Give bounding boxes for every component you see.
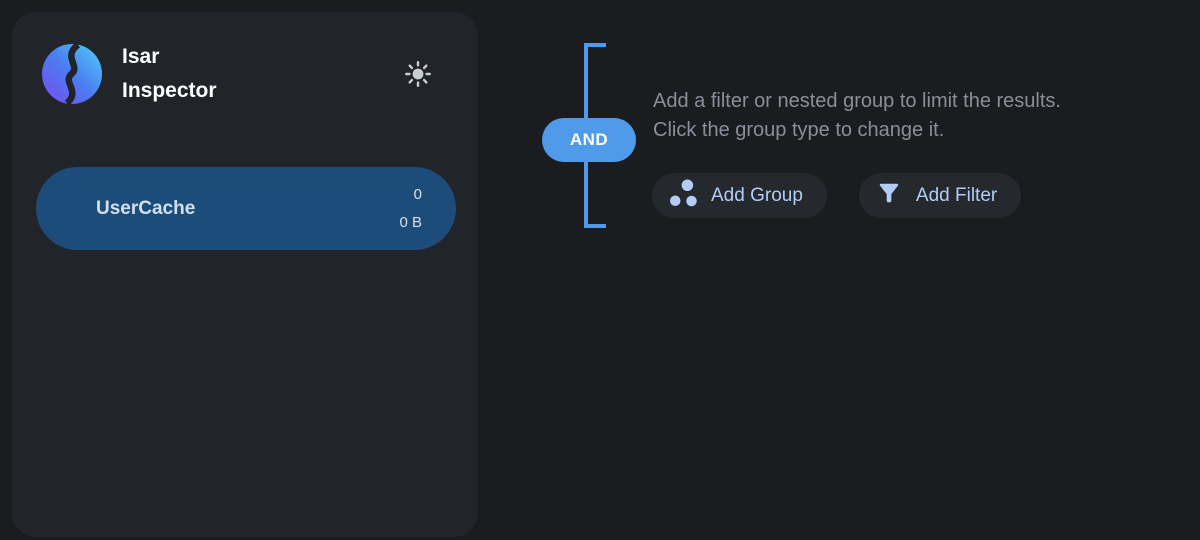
filter-actions: Add Group Add Filter [652, 173, 1022, 218]
add-group-label: Add Group [711, 184, 803, 206]
filter-icon [875, 179, 903, 213]
collection-stats: 0 0 B [399, 181, 422, 237]
workspaces-icon [668, 178, 698, 214]
sun-icon [404, 61, 432, 91]
collection-name: UserCache [96, 197, 196, 219]
collection-count: 0 [413, 185, 422, 203]
filter-hint-text: Add a filter or nested group to limit th… [653, 87, 1061, 145]
add-filter-label: Add Filter [915, 184, 998, 206]
isar-logo [42, 42, 102, 106]
sidebar-panel: Isar Inspector [12, 12, 478, 537]
filter-hint-line2: Click the group type to change it. [653, 119, 945, 141]
theme-toggle-button[interactable] [404, 60, 432, 88]
add-group-button[interactable]: Add Group [652, 173, 827, 218]
app-title-line1: Isar [122, 45, 160, 68]
sidebar-header: Isar Inspector [12, 12, 478, 108]
filter-hint-line1: Add a filter or nested group to limit th… [653, 90, 1061, 112]
app-title-line2: Inspector [122, 79, 217, 102]
collection-item-usercache[interactable]: UserCache 0 0 B [36, 167, 456, 250]
app-title: Isar Inspector [122, 40, 404, 108]
group-operator-button[interactable]: AND [542, 118, 636, 162]
add-filter-button[interactable]: Add Filter [858, 173, 1022, 218]
collection-size: 0 B [399, 213, 422, 231]
